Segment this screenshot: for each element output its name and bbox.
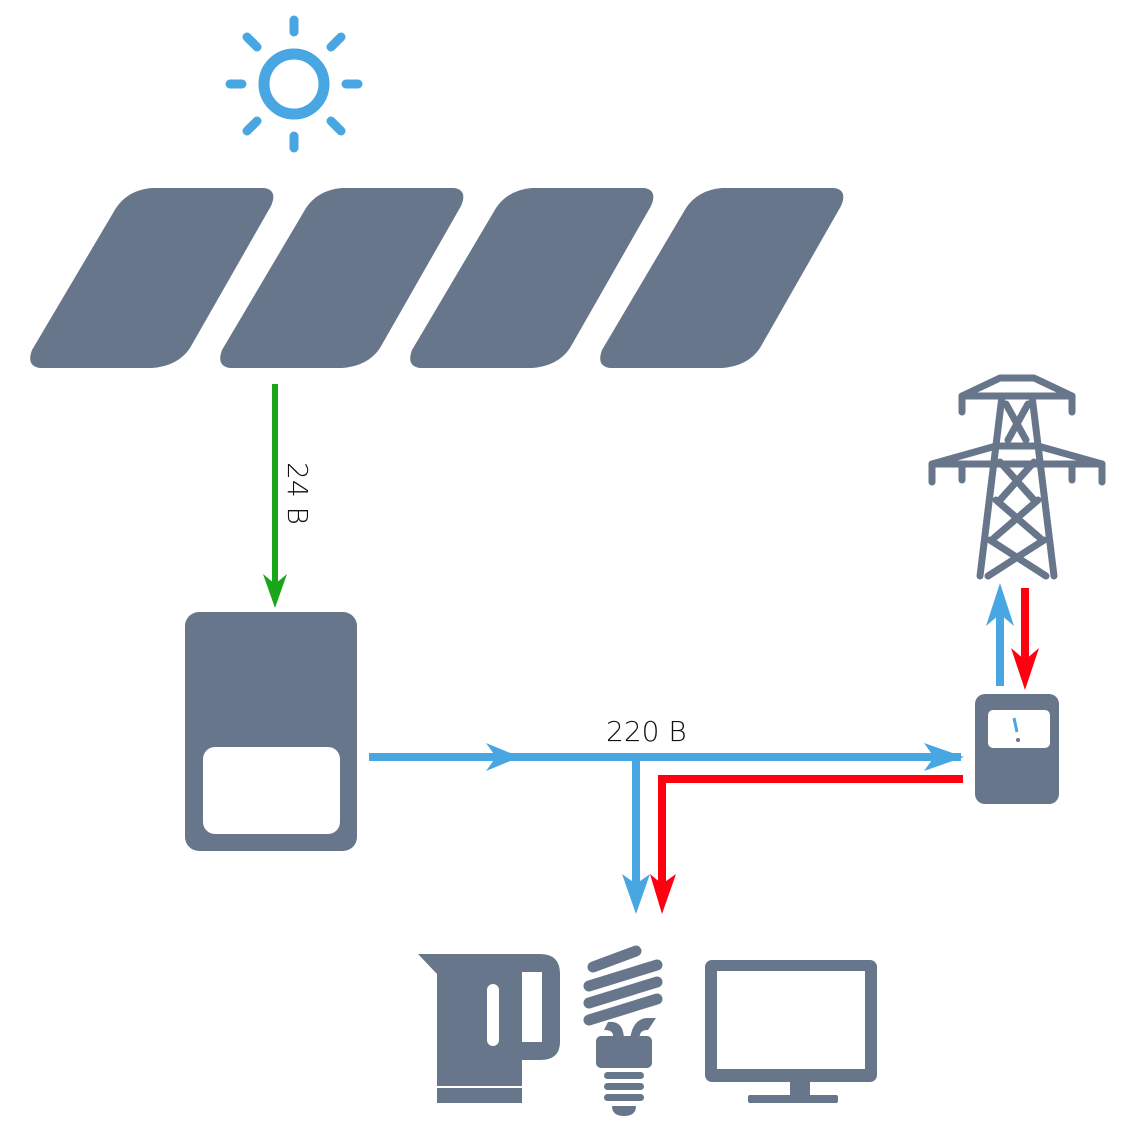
kettle-icon: [418, 954, 560, 1103]
electric-meter-icon: [975, 694, 1059, 804]
monitor-icon: [705, 960, 877, 1103]
dc-voltage-label: 24 В: [281, 462, 314, 525]
ac-flow-arrow: [369, 743, 964, 914]
solar-panel-array: [30, 188, 844, 368]
sun-icon: [225, 15, 363, 153]
grid-export-arrow: [986, 583, 1014, 686]
grid-flow-arrow: [650, 775, 963, 914]
inverter-icon: [185, 612, 357, 851]
dc-flow-arrow: [263, 384, 287, 608]
light-bulb-icon: [583, 945, 663, 1116]
power-tower-icon: [928, 374, 1106, 580]
grid-import-arrow: [1011, 588, 1039, 690]
ac-voltage-label: 220 В: [606, 715, 687, 748]
